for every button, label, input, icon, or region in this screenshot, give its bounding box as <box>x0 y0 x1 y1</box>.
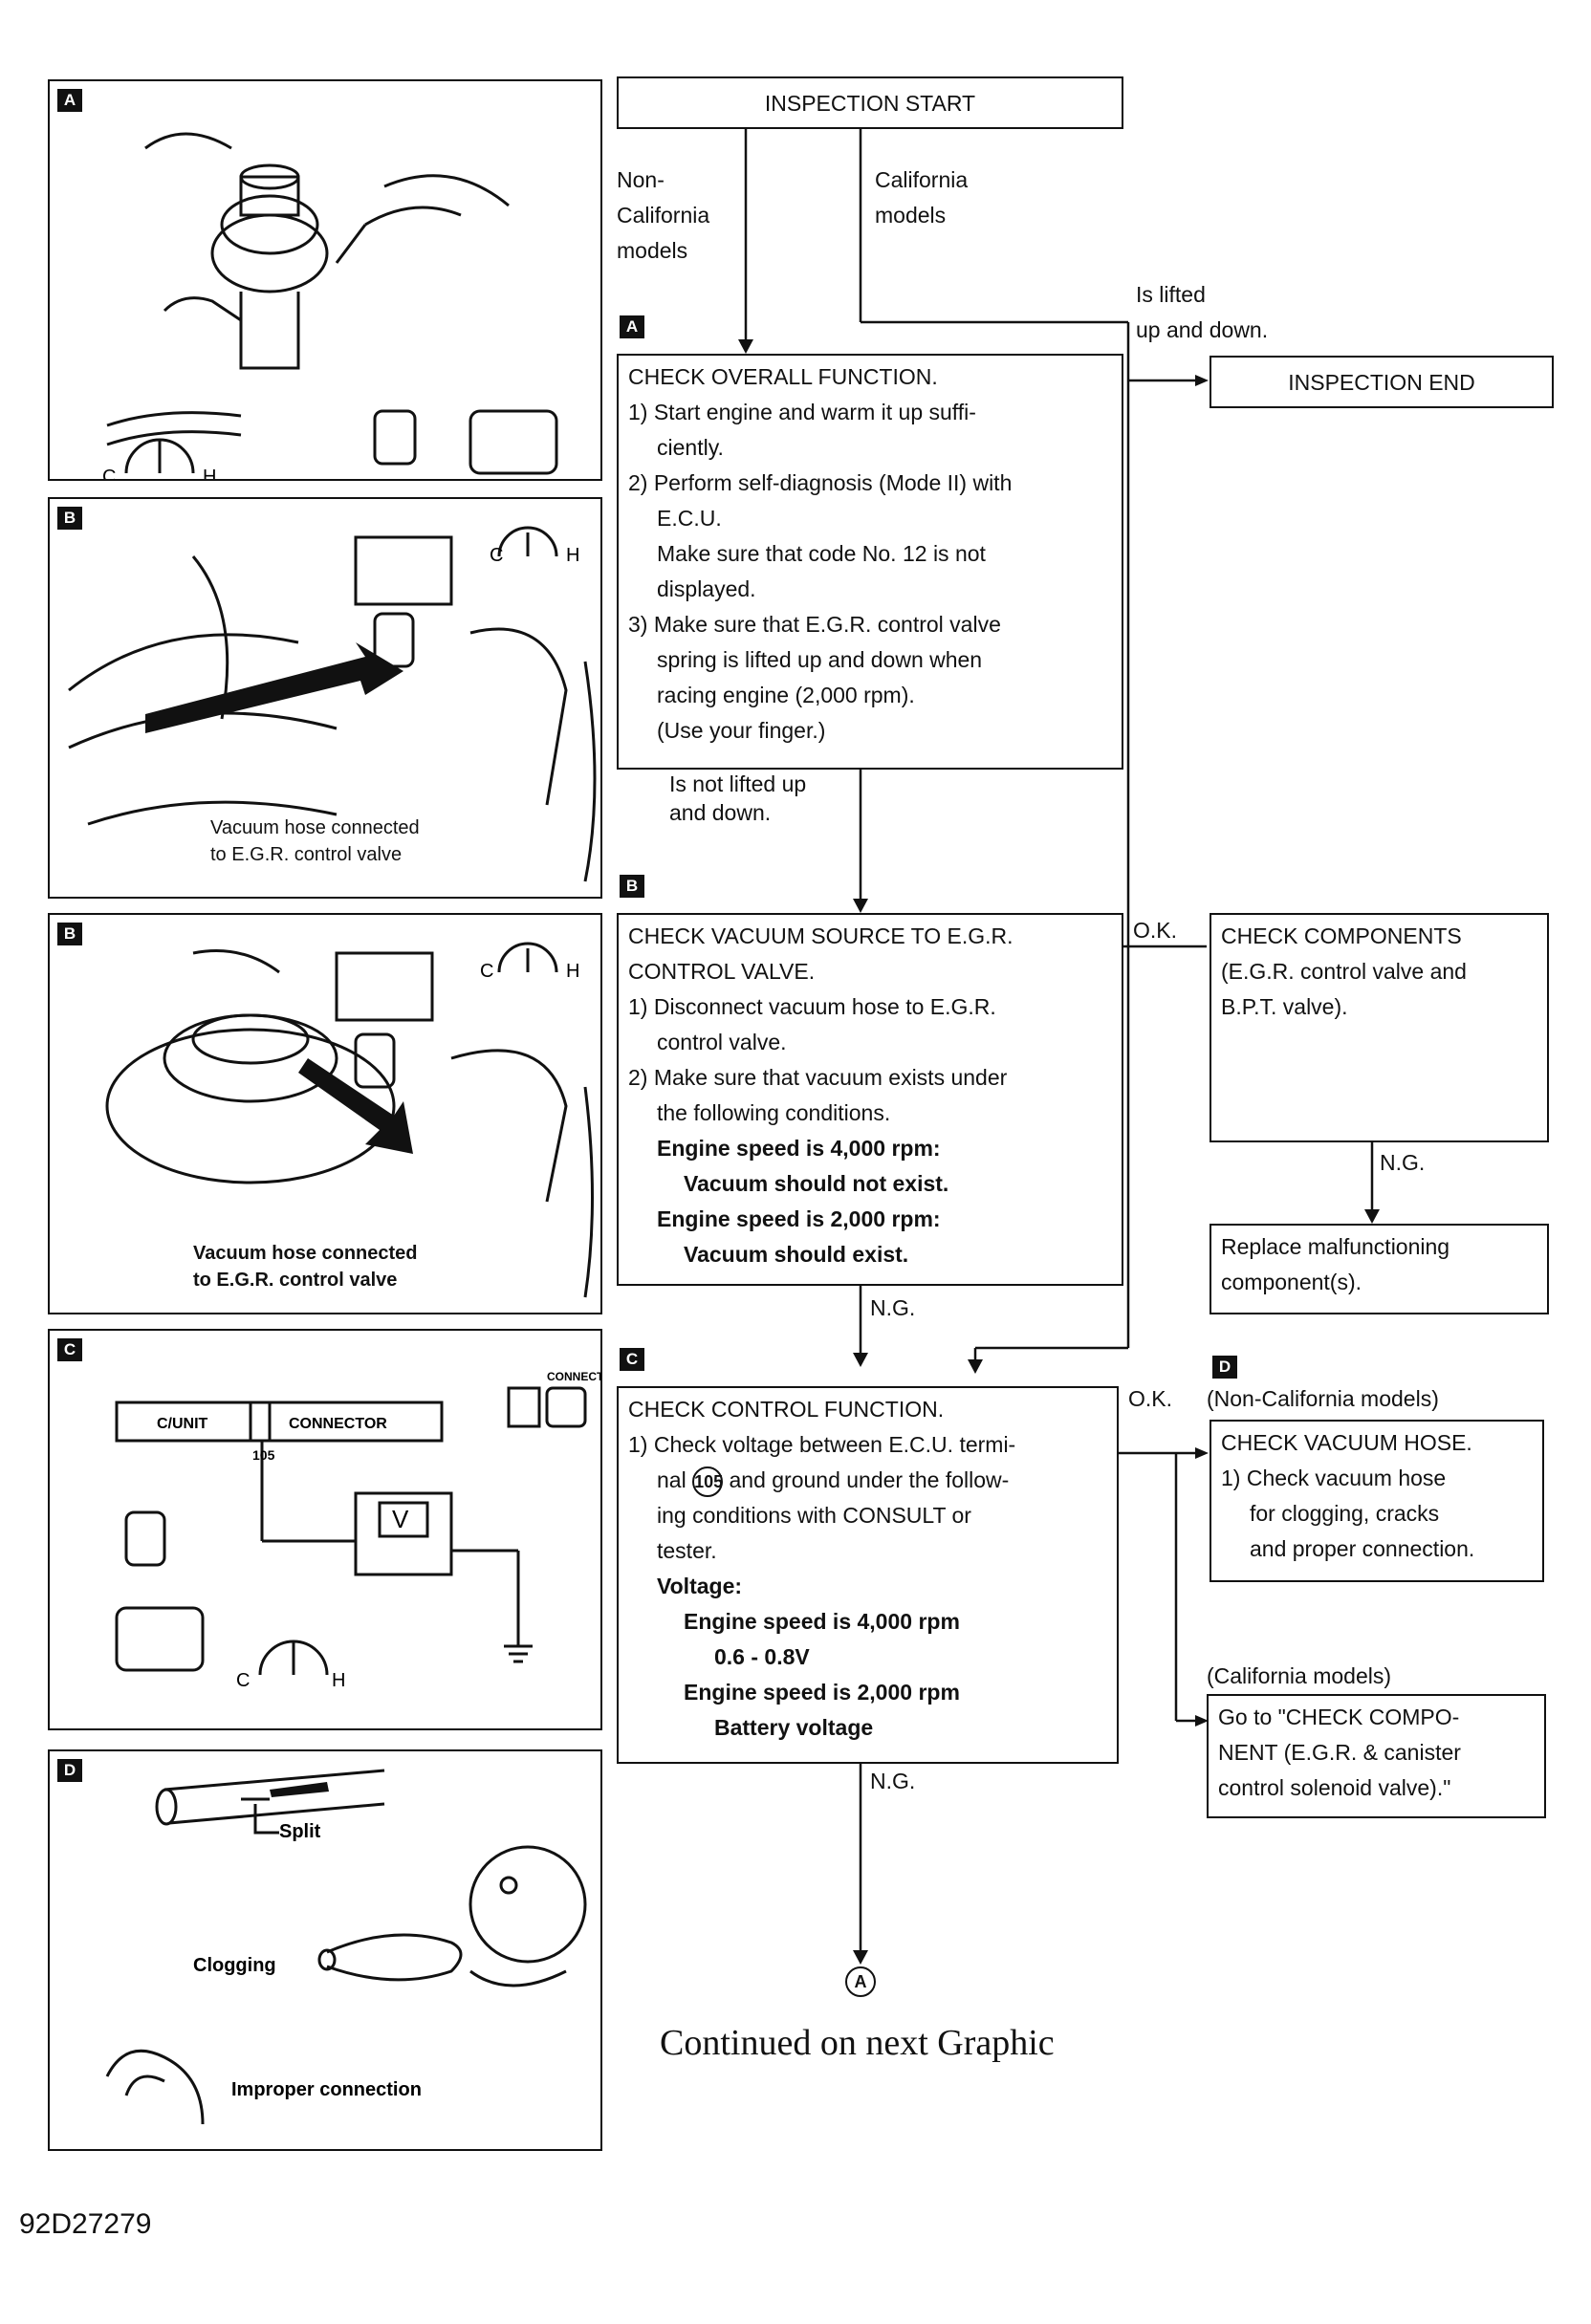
svg-text:C: C <box>490 545 503 566</box>
step-d-tag: D <box>1212 1356 1237 1379</box>
replace-component-box: Replace malfunctioning component(s). <box>1210 1224 1549 1314</box>
arrow-to-valve <box>298 1058 413 1154</box>
goto-component-box: Go to "CHECK COMPO- NENT (E.G.R. & canis… <box>1207 1694 1546 1818</box>
vacuum-hose-callout-2: Vacuum hose connected to E.G.R. control … <box>193 1243 418 1291</box>
illustration-panel-a: A C H <box>48 79 602 481</box>
egr-valve-illustration: C H <box>102 132 558 479</box>
svg-text:C/UNIT: C/UNIT <box>157 1416 208 1432</box>
california-label: California models <box>875 167 969 228</box>
terminal-105-badge: 105 <box>692 1466 723 1497</box>
step-b-tag: B <box>620 875 644 898</box>
voltmeter-hookup-illustration: C/UNIT CONNECTOR 105 V CONNECT C H <box>115 1370 600 1691</box>
panel-tag-a: A <box>57 89 82 112</box>
non-california-label: Non- California models <box>617 167 710 263</box>
panel-tag-d: D <box>57 1759 82 1782</box>
svg-text:105: 105 <box>252 1447 275 1463</box>
step-a-tag: A <box>620 315 644 338</box>
svg-text:CONNECTOR: CONNECTOR <box>289 1416 387 1432</box>
gauge-c-label: C <box>102 467 116 479</box>
svg-text:V: V <box>392 1505 409 1533</box>
step-a-box: CHECK OVERALL FUNCTION. 1) Start engine … <box>617 354 1123 770</box>
step-c-tag: C <box>620 1348 644 1371</box>
ng-label-2: N.G. <box>870 1295 916 1320</box>
illustration-panel-b1: B C H Vacuum hose connected to E.G.R. co… <box>48 497 602 899</box>
ng-label-3: N.G. <box>870 1769 916 1793</box>
inspection-start-box: INSPECTION START <box>617 76 1123 129</box>
connector-a-symbol: A <box>845 1966 876 1997</box>
svg-text:C: C <box>236 1670 250 1691</box>
svg-text:Split: Split <box>279 1821 321 1842</box>
vacuum-hose-callout: Vacuum hose connected to E.G.R. control … <box>210 817 420 865</box>
california-label-2: (California models) <box>1207 1663 1392 1688</box>
gauge-h-label: H <box>203 467 216 479</box>
check-vacuum-hose-box: CHECK VACUUM HOSE. 1) Check vacuum hose … <box>1210 1420 1544 1582</box>
panel-tag-c: C <box>57 1338 82 1361</box>
ok-label-2: O.K. <box>1128 1386 1173 1411</box>
svg-text:H: H <box>332 1670 345 1691</box>
arrow-to-hose <box>145 642 403 733</box>
engine-bay-illustration: C H <box>68 526 597 882</box>
hose-fault-illustration: Split Clogging Improper connection <box>105 1769 587 2125</box>
ng-label-1: N.G. <box>1380 1150 1426 1175</box>
figure-code: 92D27279 <box>19 2208 152 2240</box>
svg-text:H: H <box>566 961 579 982</box>
svg-text:H: H <box>566 545 579 566</box>
illustration-panel-d: D Split Clogging Improper connection <box>48 1749 602 2151</box>
panel-tag-b2: B <box>57 923 82 945</box>
illustration-panel-c: C C/UNIT CONNECTOR 105 V CONNECT C <box>48 1329 602 1730</box>
svg-text:CONNECT: CONNECT <box>547 1370 600 1383</box>
inspection-end-box: INSPECTION END <box>1210 356 1554 408</box>
step-c-box: CHECK CONTROL FUNCTION. 1) Check voltage… <box>617 1386 1119 1764</box>
panel-tag-b1: B <box>57 507 82 530</box>
non-california-label-2: (Non-California models) <box>1207 1386 1439 1411</box>
check-components-box: CHECK COMPONENTS (E.G.R. control valve a… <box>1210 913 1549 1142</box>
step-b-box: CHECK VACUUM SOURCE TO E.G.R. CONTROL VA… <box>617 913 1123 1286</box>
svg-text:C: C <box>480 961 493 982</box>
illustration-panel-b2: B C H Vacuum hose connected to E.G.R. co… <box>48 913 602 1314</box>
svg-text:Improper connection: Improper connection <box>231 2079 422 2100</box>
ok-label-1: O.K. <box>1133 918 1178 943</box>
not-lifted-label: Is not lifted up and down. <box>669 771 807 825</box>
continued-note: Continued on next Graphic <box>660 2023 1055 2063</box>
lifted-label: Is lifted up and down. <box>1136 282 1269 342</box>
svg-text:Clogging: Clogging <box>193 1955 276 1976</box>
egr-valve-top-illustration: C H <box>105 942 594 1298</box>
